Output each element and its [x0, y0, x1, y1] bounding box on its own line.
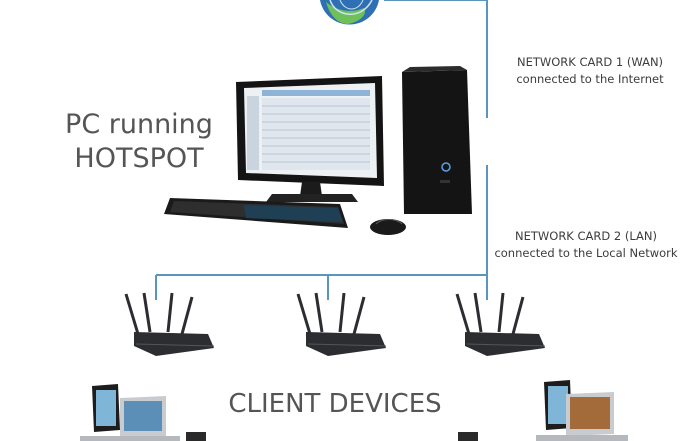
- laptop-tablet-phone-icon: [80, 380, 628, 441]
- lan-label-line1: NETWORK CARD 2 (LAN): [515, 229, 657, 243]
- wan-link: [384, 0, 488, 118]
- pc-label: PC running HOTSPOT: [44, 108, 234, 176]
- router-2: [296, 292, 387, 356]
- client-group-left: [80, 384, 206, 441]
- client-group-right: [458, 380, 628, 441]
- wan-label-line1: NETWORK CARD 1 (WAN): [516, 55, 664, 69]
- lan-label: NETWORK CARD 2 (LAN) connected to the Lo…: [486, 228, 686, 262]
- wifi-router-icon: [124, 292, 546, 356]
- lan-label-line2: connected to the Local Network: [494, 246, 678, 260]
- connection-lines: [155, 0, 488, 300]
- globe-icon: [320, 0, 379, 25]
- desktop-pc-icon: [164, 66, 472, 235]
- router-1: [124, 292, 215, 356]
- wan-label: NETWORK CARD 1 (WAN) connected to the In…: [490, 54, 690, 88]
- pc-label-line2: HOTSPOT: [74, 143, 204, 174]
- wan-label-line2: connected to the Internet: [516, 72, 664, 86]
- pc-label-line1: PC running: [65, 109, 213, 140]
- router-3: [455, 292, 546, 356]
- client-devices-label: CLIENT DEVICES: [228, 389, 442, 419]
